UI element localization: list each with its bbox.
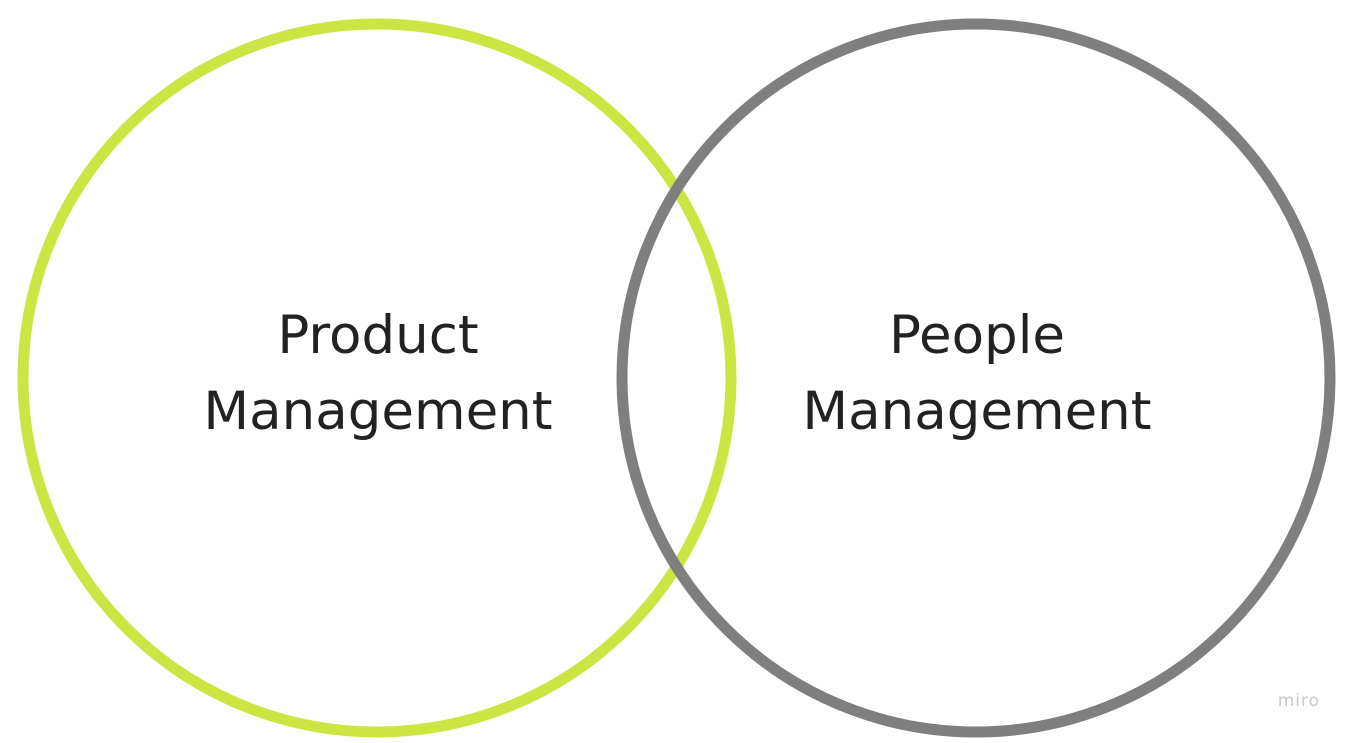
miro-watermark: miro xyxy=(1277,691,1320,711)
label-product-management: Product Management xyxy=(138,298,618,450)
label-people-management: People Management xyxy=(737,298,1217,450)
label-product-management-line-1: Product xyxy=(277,305,479,366)
label-people-management-line-1: People xyxy=(888,305,1066,366)
circle-people-management xyxy=(616,18,1336,738)
label-people-management-line-2: Management xyxy=(802,381,1152,442)
circle-product-management xyxy=(17,18,737,738)
label-product-management-line-2: Management xyxy=(203,381,553,442)
